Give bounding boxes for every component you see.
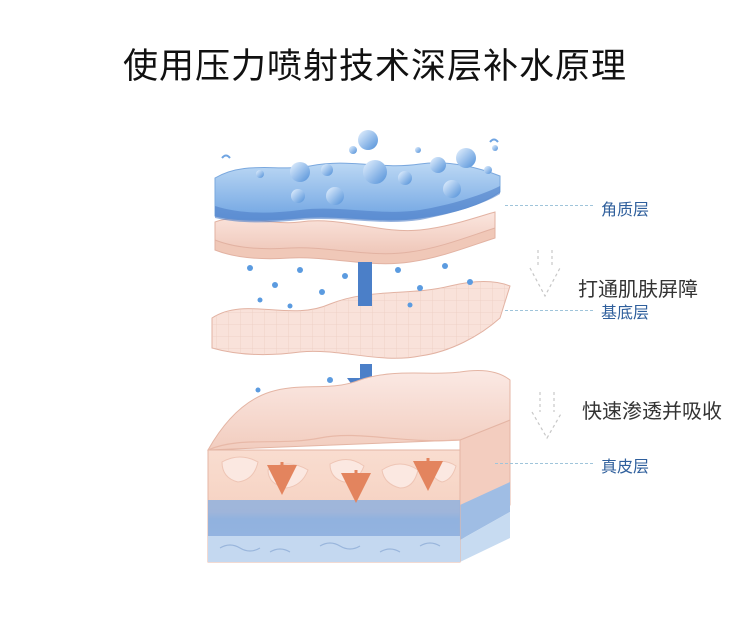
water-bubble [456, 148, 476, 168]
step1-indicator [529, 250, 561, 298]
step2-indicator [531, 392, 563, 440]
page-title: 使用压力喷射技术深层补水原理 [122, 47, 627, 87]
label-stratum-corneum: 角质层 [601, 200, 650, 219]
water-bubble [326, 187, 344, 205]
water-bubble [358, 130, 378, 150]
water-bubble [349, 146, 357, 154]
leader-line-stratum-corneum [505, 205, 593, 206]
dermis-block [207, 369, 511, 563]
label-dermis: 真皮层 [601, 457, 650, 476]
water-bubble [443, 180, 461, 198]
step2-text: 快速渗透并吸收 [582, 399, 722, 423]
leader-line-dermis [495, 463, 593, 464]
arrow-shaft [358, 262, 372, 306]
arrow-shaft [360, 364, 372, 380]
water-bubble [492, 145, 498, 151]
water-bubble [290, 162, 310, 182]
label-basal: 基底层 [601, 303, 650, 322]
water-bubble [398, 171, 412, 185]
water-bubble [291, 189, 305, 203]
stratum-corneum-layer [214, 162, 501, 265]
step1-text: 打通肌肤屏障 [578, 277, 698, 301]
water-bubbles [221, 130, 499, 205]
water-bubble [484, 166, 492, 174]
basal-layer [211, 281, 511, 359]
water-bubble [321, 164, 333, 176]
water-bubble [415, 147, 421, 153]
water-bubble [430, 157, 446, 173]
leader-line-basal [505, 310, 593, 311]
water-bubble [363, 160, 387, 184]
water-bubble [256, 170, 264, 178]
